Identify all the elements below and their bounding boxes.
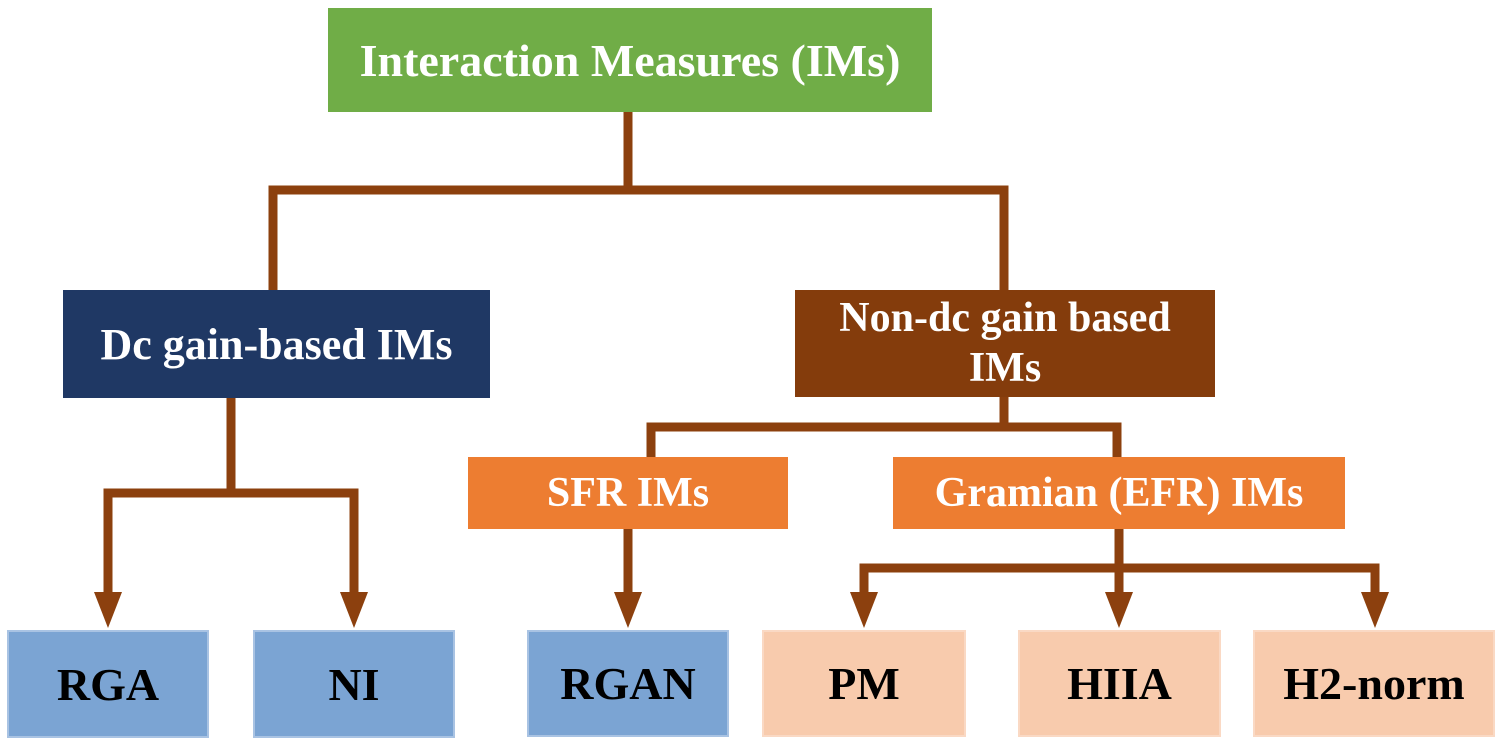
arrowhead-hiia <box>1105 592 1133 628</box>
node-rga: RGA <box>7 630 209 738</box>
arrowhead-pm <box>850 592 878 628</box>
node-gramian-efr-ims: Gramian (EFR) IMs <box>893 457 1345 529</box>
node-non-dc-gain-based-ims: Non-dc gain based IMs <box>795 290 1215 397</box>
edge-gramian-branch <box>859 529 1380 594</box>
node-hiia: HIIA <box>1018 630 1221 737</box>
node-sfr-ims: SFR IMs <box>468 457 788 529</box>
arrowhead-ni <box>340 592 368 628</box>
edge-dc-branch <box>103 398 359 594</box>
node-dc-gain-based-ims: Dc gain-based IMs <box>63 290 490 398</box>
node-pm: PM <box>762 630 966 737</box>
arrowhead-rgan <box>614 592 642 628</box>
node-interaction-measures: Interaction Measures (IMs) <box>328 8 932 112</box>
node-ni: NI <box>253 630 455 738</box>
arrowhead-rga <box>94 592 122 628</box>
arrowhead-h2-norm <box>1361 592 1389 628</box>
edge-root-branch <box>268 112 1009 290</box>
node-rgan: RGAN <box>527 630 729 737</box>
edge-nondc-branch <box>646 397 1122 457</box>
node-h2-norm: H2-norm <box>1253 630 1495 737</box>
